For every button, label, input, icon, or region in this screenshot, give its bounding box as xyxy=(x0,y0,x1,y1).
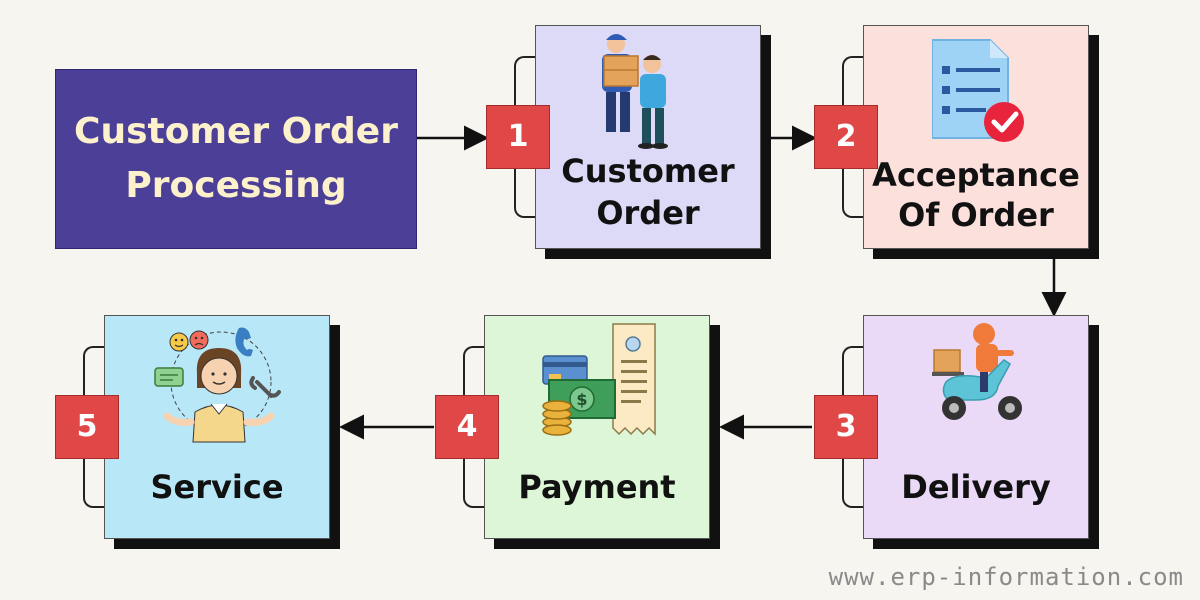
step4-card: $ Payment xyxy=(484,315,710,539)
title-line-1: Customer Order xyxy=(74,111,398,152)
step2-label-line-2: Of Order xyxy=(898,196,1054,234)
step1-label-line-2: Order xyxy=(596,194,700,232)
step4-badge: 4 xyxy=(435,395,499,459)
step4-label: Payment xyxy=(518,468,676,506)
step1-label-line-1: Customer xyxy=(561,152,735,190)
scooter-courier-icon xyxy=(932,323,1022,420)
step2-label-line-1: Acceptance xyxy=(872,156,1080,194)
step3-label: Delivery xyxy=(901,468,1051,506)
step5-label: Service xyxy=(150,468,284,506)
step5-badge: 5 xyxy=(55,395,119,459)
payment-receipt-icon: $ xyxy=(542,323,656,436)
step1-badge: 1 xyxy=(486,105,550,169)
customer-service-icon xyxy=(154,327,281,443)
delivery-men-icon xyxy=(602,34,668,149)
step5-card: Service xyxy=(104,315,330,539)
step2-badge: 2 xyxy=(814,105,878,169)
title-line-2: Processing xyxy=(125,165,347,206)
checklist-approved-icon xyxy=(932,39,1024,142)
svg-text:$: $ xyxy=(576,390,587,409)
step3-badge: 3 xyxy=(814,395,878,459)
title-box: Customer Order Processing xyxy=(55,69,417,249)
step1-card: Customer Order xyxy=(535,25,761,249)
watermark: www.erp-information.com xyxy=(828,563,1184,591)
step2-card: Acceptance Of Order xyxy=(863,25,1089,249)
step3-card: Delivery xyxy=(863,315,1089,539)
